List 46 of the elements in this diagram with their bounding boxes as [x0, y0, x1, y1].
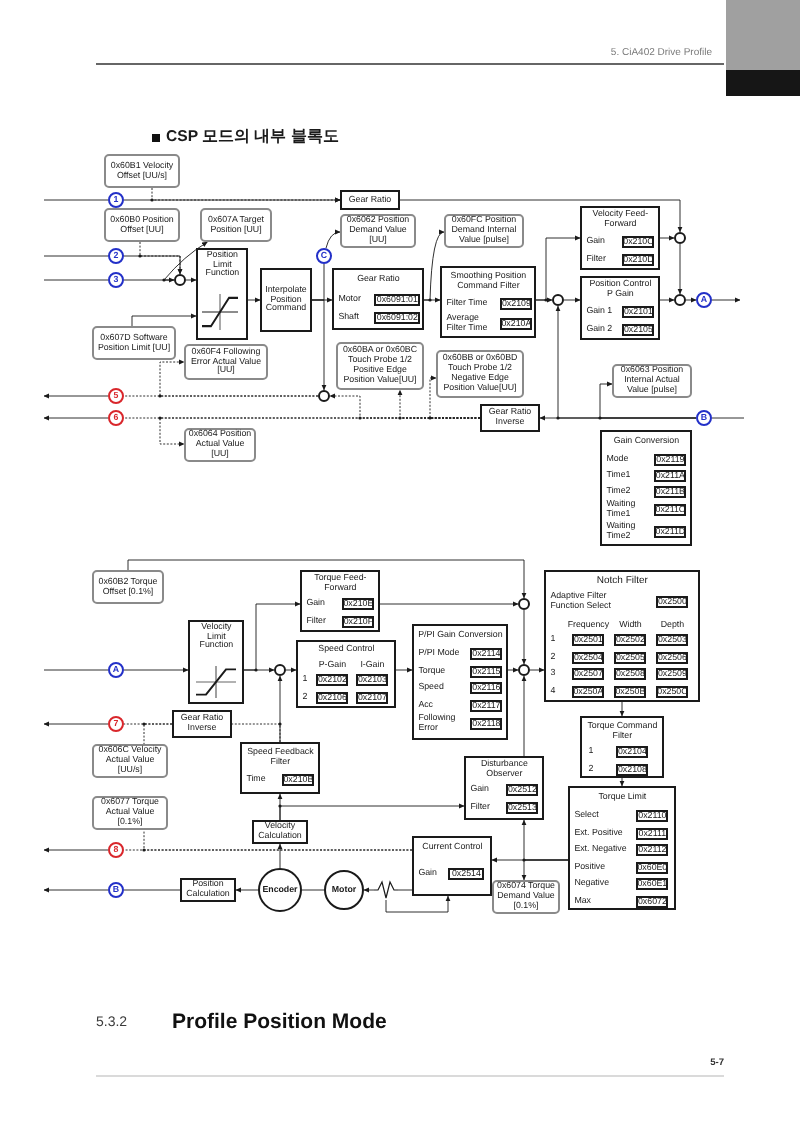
- arrow: [185, 277, 197, 283]
- block-box: [440, 266, 536, 338]
- block-box: [544, 570, 700, 702]
- dotted-line: [123, 417, 481, 419]
- block-box: [296, 640, 396, 708]
- summing-junction: [518, 598, 530, 610]
- dotted-line: [123, 395, 319, 397]
- connector-line: [43, 199, 109, 201]
- summing-junction: [518, 664, 530, 676]
- block-box: [580, 206, 660, 270]
- summing-junction: [274, 664, 286, 676]
- summing-junction: [674, 294, 686, 306]
- arrow: [363, 887, 375, 893]
- block-box: [412, 836, 492, 896]
- dotted-line: [231, 723, 281, 743]
- connector-line: [397, 889, 413, 891]
- dotted-line: [143, 829, 413, 851]
- summing-junction: [174, 274, 186, 286]
- arrow: [619, 777, 625, 787]
- zigzag-symbol: [374, 880, 398, 900]
- connector-line: [43, 279, 109, 281]
- arrow: [685, 297, 697, 303]
- dotted-line: [143, 723, 173, 745]
- summing-junction: [552, 294, 564, 306]
- block-box: [412, 624, 508, 740]
- block-box: [188, 620, 244, 704]
- block-box: [580, 276, 660, 340]
- connector-line: [123, 889, 181, 891]
- block-box: [600, 430, 692, 546]
- block-box: [196, 248, 248, 340]
- connector-line: [43, 669, 109, 671]
- connector-line: [301, 889, 325, 891]
- connector-line: [711, 417, 745, 419]
- summing-junction: [318, 390, 330, 402]
- block-box: [300, 570, 380, 632]
- section-heading: Profile Position Mode: [172, 1012, 387, 1036]
- block-box: [332, 268, 424, 330]
- connector-line: [43, 255, 109, 257]
- block-box: [568, 786, 676, 910]
- arrow: [285, 667, 297, 673]
- connector-line: [311, 263, 325, 301]
- arrow: [507, 667, 519, 673]
- block-box: [580, 716, 664, 778]
- summing-junction: [674, 232, 686, 244]
- block-box: [464, 756, 544, 820]
- block-box: [240, 742, 320, 794]
